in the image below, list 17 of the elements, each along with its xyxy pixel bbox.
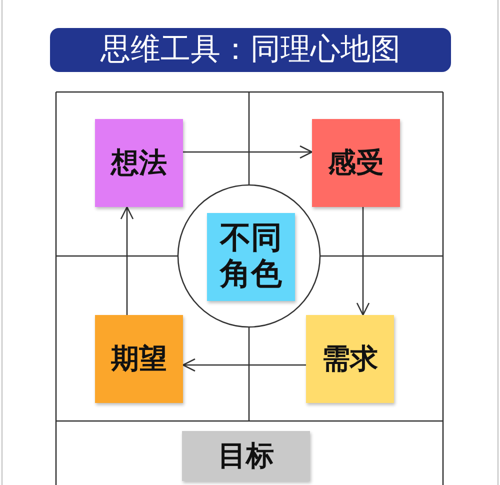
arrow	[356, 207, 370, 316]
note-text: 想法	[111, 146, 167, 180]
title-banner: 思维工具：同理心地图	[50, 28, 451, 72]
arrow	[120, 206, 134, 315]
sticky-note	[312, 119, 400, 207]
note-text: 不同角色	[218, 221, 283, 293]
note-text: 目标	[218, 440, 274, 472]
sticky-note	[306, 315, 394, 403]
sticky-note	[182, 431, 310, 481]
arrow	[182, 358, 306, 372]
sticky-note	[207, 213, 295, 301]
arrow	[183, 145, 313, 159]
sticky-note	[95, 315, 183, 403]
note-text: 期望	[111, 342, 167, 376]
sticky-note	[95, 119, 183, 207]
note-text: 感受	[328, 146, 384, 180]
note-text: 需求	[322, 342, 378, 376]
